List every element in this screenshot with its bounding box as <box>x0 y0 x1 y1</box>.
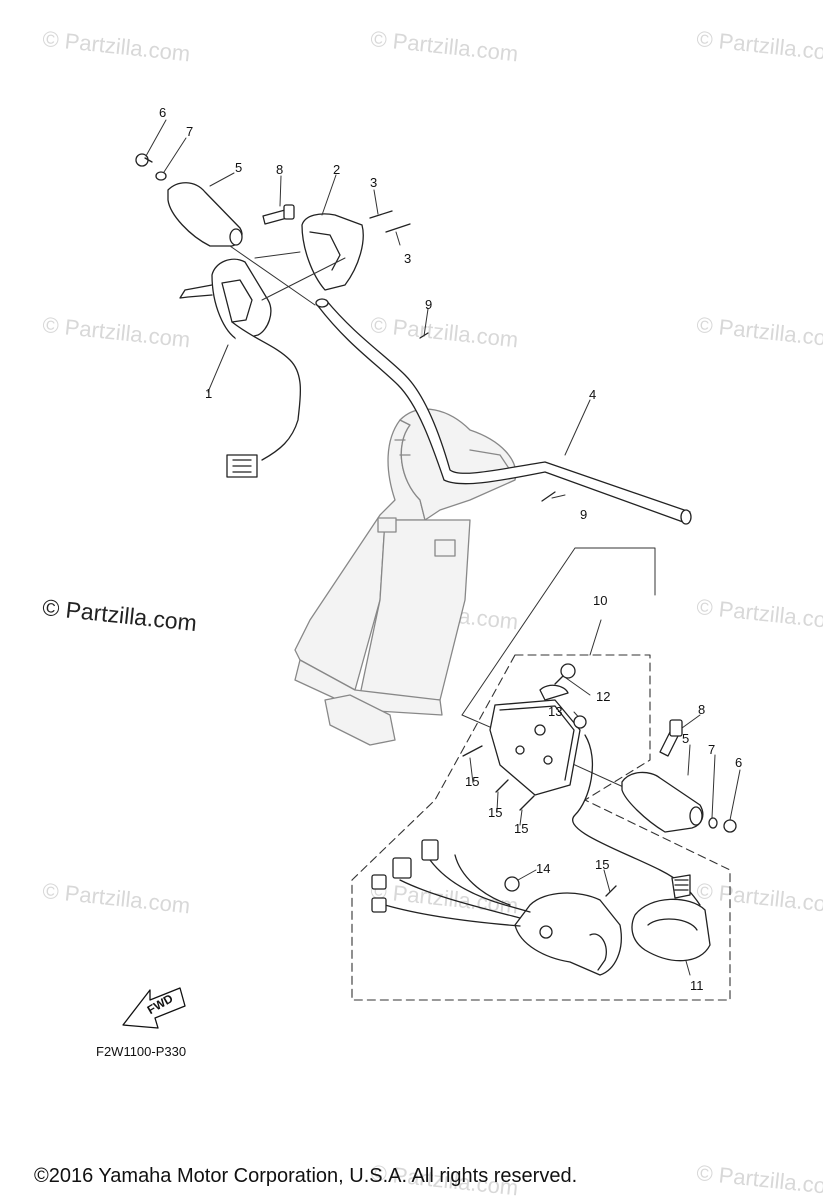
callout-15: 15 <box>595 857 610 872</box>
callout-2: 2 <box>333 162 341 177</box>
callout-8: 8 <box>698 702 706 717</box>
washer-left <box>155 171 167 181</box>
bolt-top <box>262 204 295 225</box>
screws-15 <box>462 745 617 897</box>
callout-4: 4 <box>589 387 597 402</box>
callout-9: 9 <box>580 507 588 522</box>
bolt-9-lower <box>541 491 556 502</box>
assembly-boundary <box>351 654 731 1001</box>
screws-top <box>369 210 411 233</box>
left-switch-housing <box>179 258 302 478</box>
screw-left <box>135 153 153 167</box>
grommet-14 <box>504 876 520 892</box>
lower-switch-housing <box>514 892 622 976</box>
washer-right <box>708 817 718 829</box>
figure-code: F2W1100-P330 <box>96 1044 187 1059</box>
callout-9: 9 <box>425 297 433 312</box>
grip-left <box>167 182 243 247</box>
steering-column <box>294 408 517 746</box>
callout-7: 7 <box>708 742 716 757</box>
handlebar <box>315 298 692 525</box>
screw-12 <box>539 663 576 701</box>
callout-6: 6 <box>159 105 167 120</box>
lever-assembly-11 <box>631 874 711 962</box>
callout-7: 7 <box>186 124 194 139</box>
callout-11: 11 <box>690 978 704 993</box>
copyright-notice: ©2016 Yamaha Motor Corporation, U.S.A. A… <box>34 1165 578 1187</box>
connectors <box>371 839 439 913</box>
callout-15: 15 <box>488 805 503 820</box>
callout-15: 15 <box>465 774 480 789</box>
callout-1: 1 <box>205 386 213 401</box>
right-switch-housing <box>301 213 364 291</box>
callout-3: 3 <box>370 175 378 190</box>
grip-right <box>621 771 704 833</box>
callout-15: 15 <box>514 821 529 836</box>
callout-10: 10 <box>593 593 608 608</box>
right-switch-body <box>489 699 581 796</box>
bolt-right <box>659 719 683 757</box>
screw-right <box>723 819 737 833</box>
callout-6: 6 <box>735 755 743 770</box>
callout-8: 8 <box>276 162 284 177</box>
part-13 <box>573 715 587 729</box>
callout-12: 12 <box>596 689 611 704</box>
wire-harness <box>384 854 531 927</box>
callout-3: 3 <box>404 251 412 266</box>
callout-5: 5 <box>682 731 690 746</box>
leader-lines <box>145 119 741 976</box>
callout-13: 13 <box>548 704 563 719</box>
callout-14: 14 <box>536 861 551 876</box>
callout-5: 5 <box>235 160 243 175</box>
fwd-arrow: FWD <box>122 987 186 1029</box>
